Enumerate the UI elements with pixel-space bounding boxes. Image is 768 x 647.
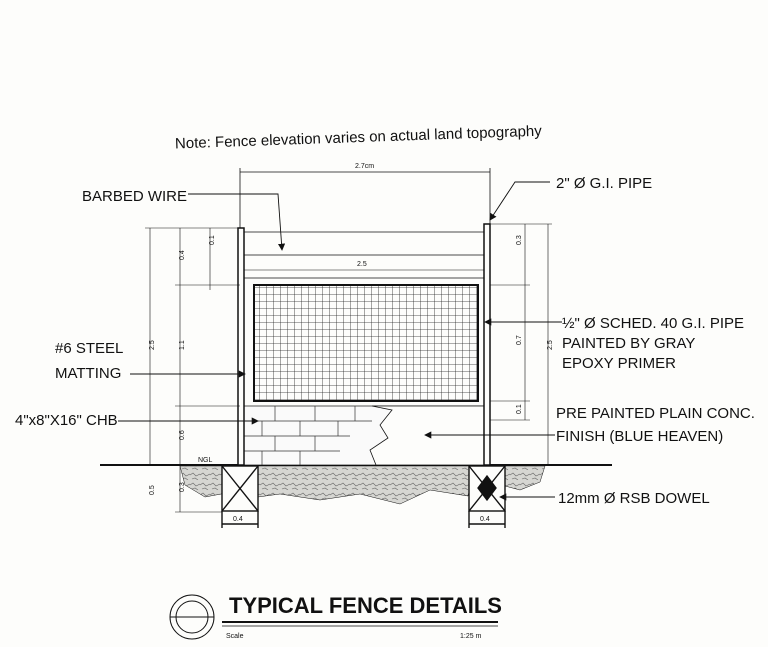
ngl-label: NGL xyxy=(198,457,213,464)
sched-pipe-label-line3: EPOXY PRIMER xyxy=(562,355,676,372)
right-gi-post xyxy=(483,223,491,466)
chb-label: 4"x8"X16" CHB xyxy=(15,412,118,429)
finish-label-line1: PRE PAINTED PLAIN CONC. xyxy=(556,405,755,422)
right-footing xyxy=(468,465,506,528)
barbed-wires xyxy=(244,231,484,279)
right-height-dim: 2.5 xyxy=(547,340,554,350)
gi-pipe-label: 2" Ø G.I. PIPE xyxy=(556,175,652,192)
dowel-label: 12mm Ø RSB DOWEL xyxy=(558,490,710,507)
soil-section xyxy=(179,465,546,505)
right-footing-width: 0.4 xyxy=(480,516,490,523)
note-text: Note: Fence elevation varies on actual l… xyxy=(175,123,543,153)
sched-pipe-label-line1: ½" Ø SCHED. 40 G.I. PIPE xyxy=(562,315,744,332)
scale-label: Scale xyxy=(226,633,244,640)
left-footing-width: 0.4 xyxy=(233,516,243,523)
left-height-dim: 2.5 xyxy=(149,340,156,350)
right-0-3-dim: 0.3 xyxy=(516,235,523,245)
left-0-5-dim: 0.5 xyxy=(149,485,156,495)
overall-width-dim: 2.7cm xyxy=(355,163,374,170)
barbed-wire-label: BARBED WIRE xyxy=(82,188,187,205)
drawing-title: TYPICAL FENCE DETAILS xyxy=(229,593,502,618)
right-0-7-dim: 0.7 xyxy=(516,335,523,345)
steel-matting-panel xyxy=(253,284,479,402)
left-0-6-dim: 0.6 xyxy=(179,430,186,440)
right-0-1-dim: 0.1 xyxy=(516,404,523,414)
left-0-1-dim: 0.1 xyxy=(209,235,216,245)
steel-matting-label-line2: MATTING xyxy=(55,365,121,382)
left-dimension-chain xyxy=(145,227,240,513)
left-footing xyxy=(221,465,259,528)
scale-value: 1:25 m xyxy=(460,633,482,640)
left-gi-post xyxy=(237,227,245,466)
steel-matting-label-line1: #6 STEEL xyxy=(55,340,123,357)
left-0-4-dim: 0.4 xyxy=(179,250,186,260)
sched-pipe-label-line2: PAINTED BY GRAY xyxy=(562,335,695,352)
overall-dimension xyxy=(239,168,491,232)
panel-width-dim: 2.5 xyxy=(357,261,367,268)
leader-lines xyxy=(118,181,562,501)
left-0-3-dim: 0.3 xyxy=(179,482,186,492)
finish-label-line2: FINISH (BLUE HEAVEN) xyxy=(556,428,723,445)
left-1-1-dim: 1.1 xyxy=(179,340,186,350)
section-symbol-icon xyxy=(169,594,215,640)
